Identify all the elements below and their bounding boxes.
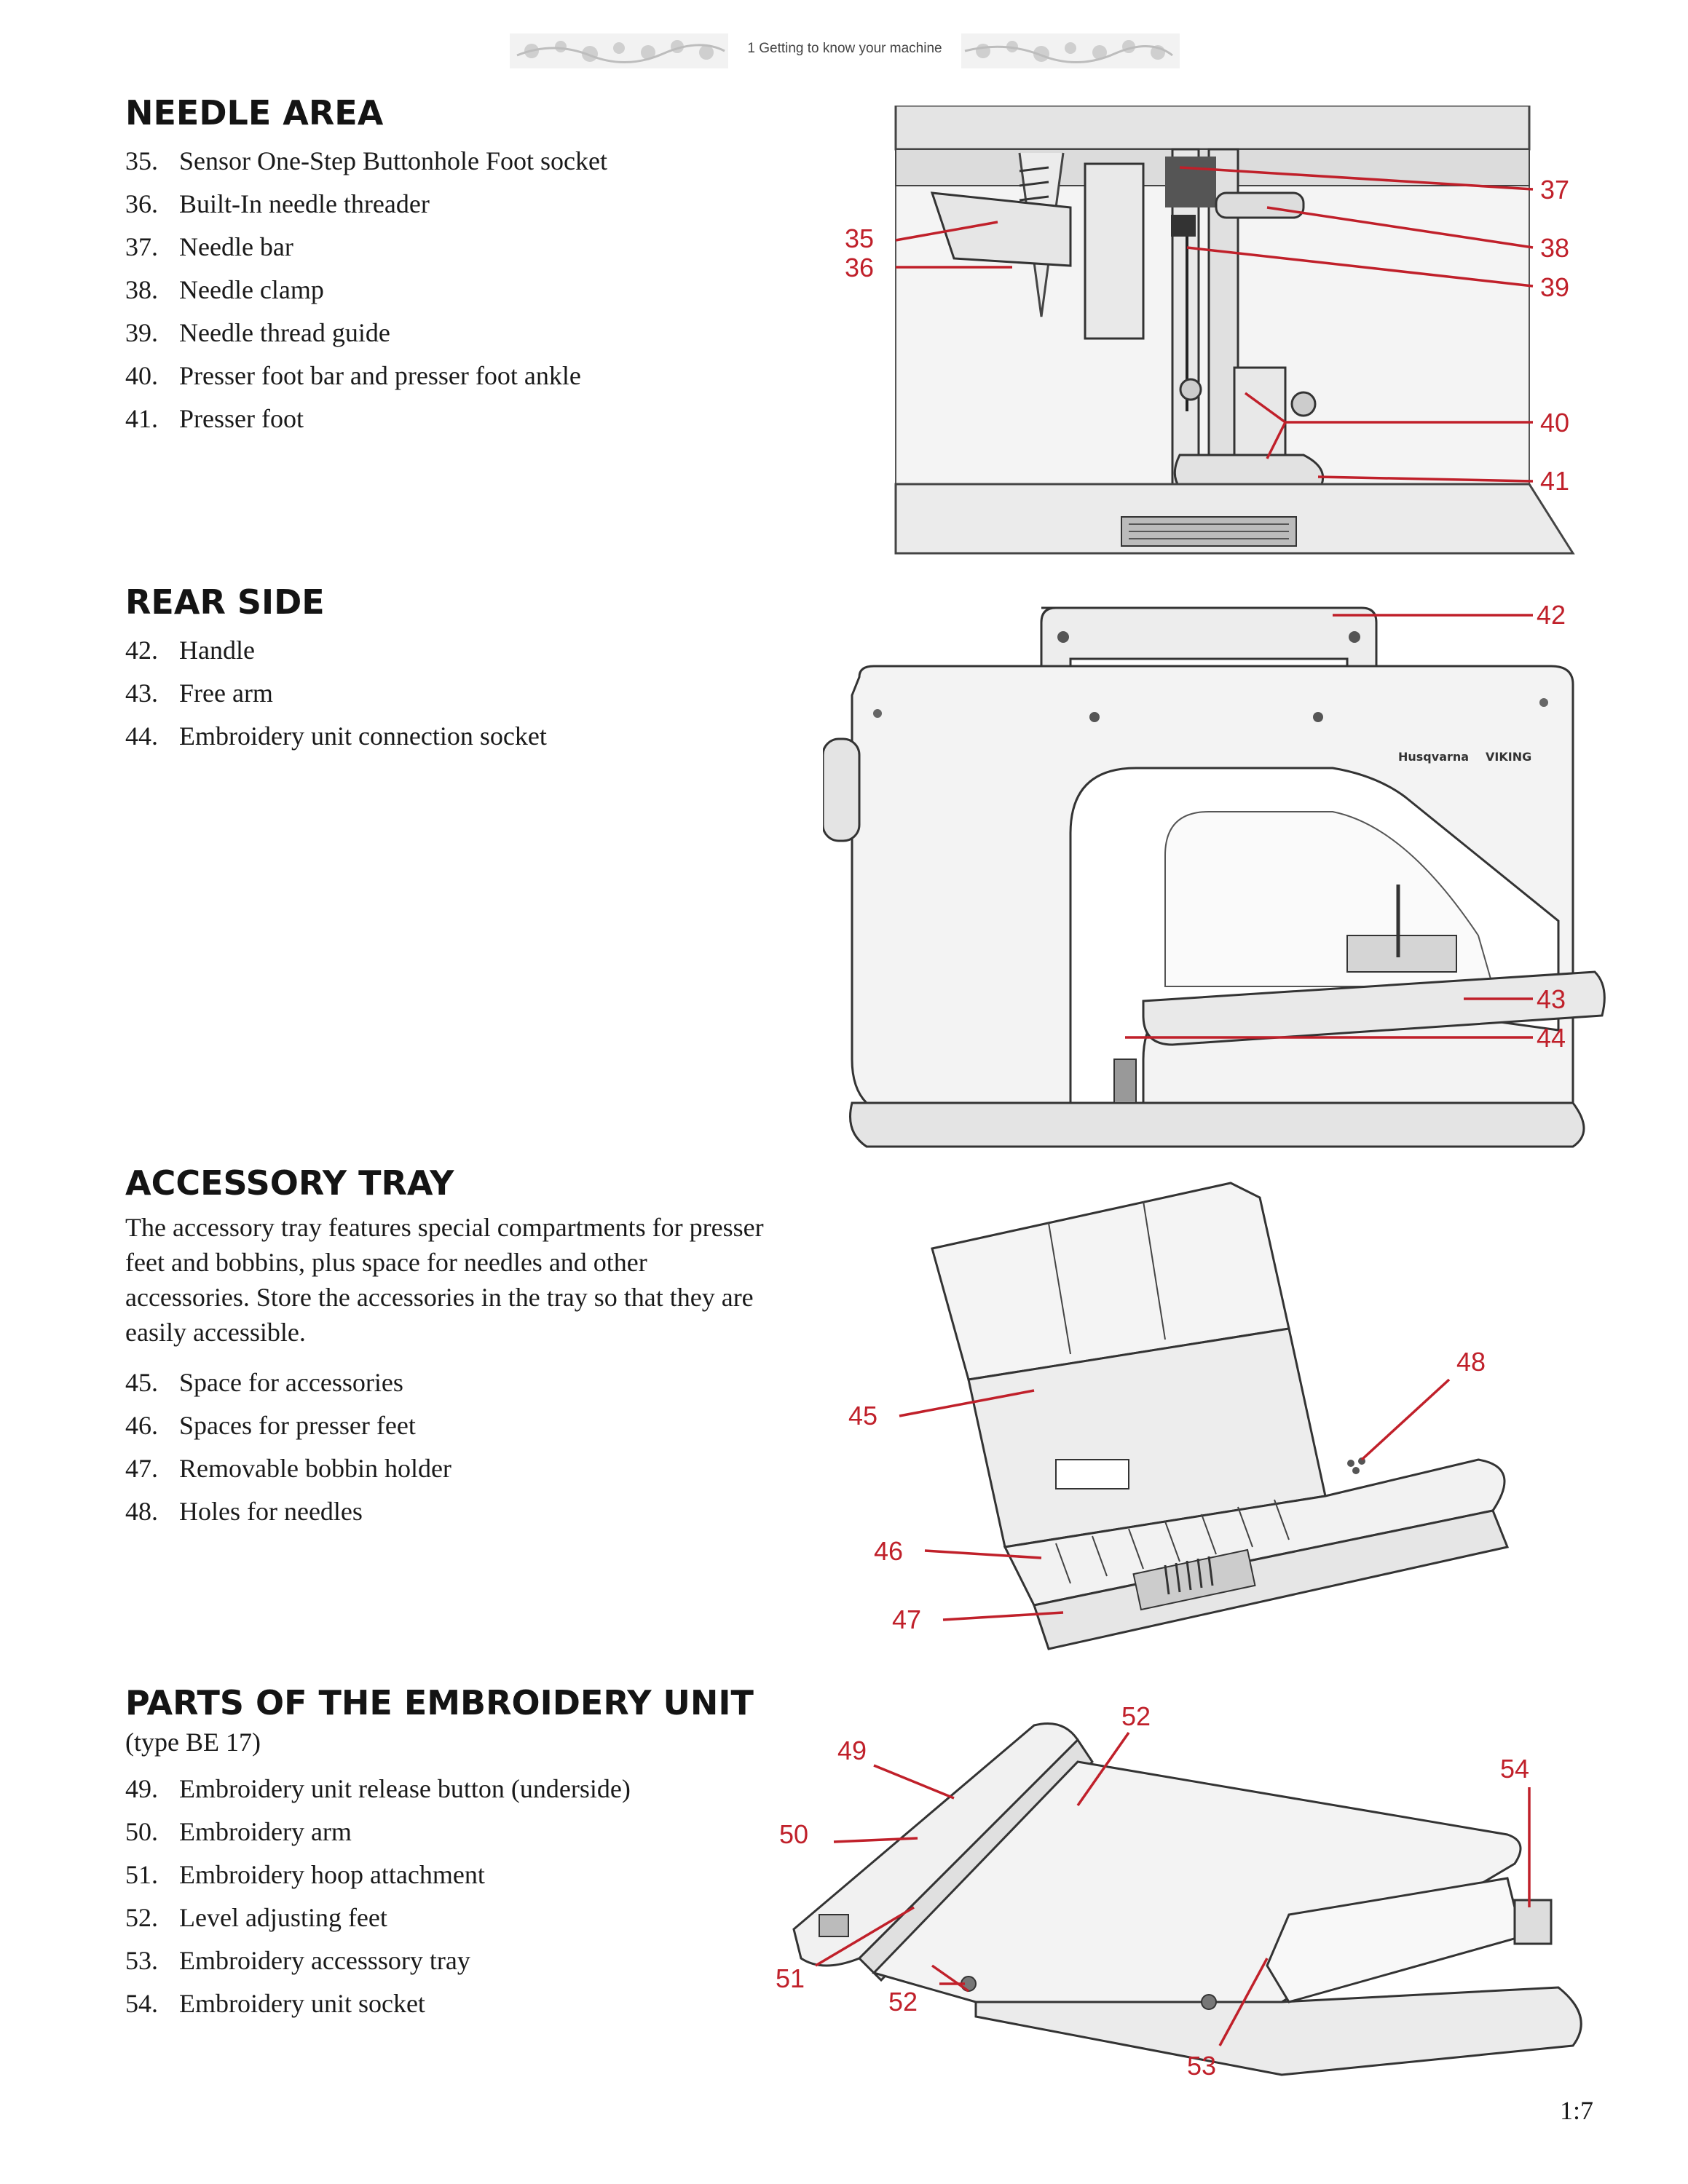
parts-list: 42.Handle 43.Free arm 44.Embroidery unit… bbox=[125, 629, 766, 758]
accessory-tray-figure: 45 46 47 48 bbox=[823, 1168, 1617, 1678]
callout-label: 50 bbox=[779, 1819, 808, 1849]
section-title: ACCESSORY TRAY bbox=[125, 1163, 454, 1203]
callout-label: 36 bbox=[845, 253, 874, 282]
section-title: NEEDLE AREA bbox=[125, 93, 384, 132]
section-description: The accessory tray features special comp… bbox=[125, 1213, 764, 1347]
list-item: 40.Presser foot bar and presser foot ank… bbox=[125, 361, 581, 390]
section-title: REAR SIDE bbox=[125, 582, 325, 622]
callout-label: 47 bbox=[892, 1605, 921, 1634]
list-item: 46.Spaces for presser feet bbox=[125, 1411, 416, 1440]
floral-ornament-icon bbox=[510, 33, 728, 68]
section-embroidery-unit: PARTS OF THE EMBROIDERY UNIT (type BE 17… bbox=[125, 1683, 766, 2025]
callout-label: 45 bbox=[848, 1401, 877, 1431]
section-accessory-tray: ACCESSORY TRAY The accessory tray featur… bbox=[125, 1163, 766, 1533]
list-item: 51.Embroidery hoop attachment bbox=[125, 1860, 485, 1889]
list-item: 37.Needle bar bbox=[125, 232, 293, 261]
parts-list: 45.Space for accessories 46.Spaces for p… bbox=[125, 1361, 766, 1533]
page-header: 1 Getting to know your machine bbox=[510, 29, 1180, 73]
callout-label: 51 bbox=[776, 1963, 805, 1993]
callout-label: 38 bbox=[1540, 233, 1569, 263]
section-rear-side: REAR SIDE 42.Handle 43.Free arm 44.Embro… bbox=[125, 582, 766, 758]
callout-label: 42 bbox=[1537, 600, 1566, 630]
page-number: 1:7 bbox=[1559, 2096, 1593, 2125]
needle-area-figure: 35 36 37 38 39 40 41 bbox=[823, 106, 1617, 557]
callout-label: 53 bbox=[1187, 2051, 1216, 2081]
list-item: 42.Handle bbox=[125, 636, 255, 665]
list-item: 53.Embroidery accesssory tray bbox=[125, 1946, 470, 1975]
rear-side-figure: Husqvarna VIKING 42 43 44 bbox=[823, 593, 1617, 1168]
callout-label: 44 bbox=[1537, 1023, 1566, 1053]
parts-list: 49.Embroidery unit release button (under… bbox=[125, 1768, 766, 2025]
callout-label: 37 bbox=[1540, 175, 1569, 205]
callout-label: 41 bbox=[1540, 466, 1569, 496]
list-item: 43.Free arm bbox=[125, 678, 273, 708]
callout-label: 48 bbox=[1456, 1347, 1486, 1377]
brand-logo: Husqvarna bbox=[1398, 750, 1469, 764]
list-item: 52.Level adjusting feet bbox=[125, 1903, 387, 1932]
list-item: 39.Needle thread guide bbox=[125, 318, 390, 347]
callout-label: 40 bbox=[1540, 408, 1569, 438]
callout-label: 49 bbox=[837, 1736, 867, 1765]
callout-label: 46 bbox=[874, 1536, 903, 1566]
list-item: 44.Embroidery unit connection socket bbox=[125, 721, 547, 751]
list-item: 36.Built-In needle threader bbox=[125, 189, 430, 218]
chapter-title: 1 Getting to know your machine bbox=[747, 41, 942, 56]
list-item: 41.Presser foot bbox=[125, 404, 304, 433]
callout-label: 52 bbox=[888, 1987, 918, 2017]
list-item: 54.Embroidery unit socket bbox=[125, 1989, 425, 2018]
callout-label: 43 bbox=[1537, 984, 1566, 1014]
list-item: 45.Space for accessories bbox=[125, 1368, 403, 1397]
embroidery-unit-figure: 49 50 51 52 52 53 54 bbox=[757, 1696, 1617, 2097]
list-item: 48.Holes for needles bbox=[125, 1497, 363, 1526]
list-item: 50.Embroidery arm bbox=[125, 1817, 352, 1846]
section-title: PARTS OF THE EMBROIDERY UNIT bbox=[125, 1683, 754, 1722]
model-logo: VIKING bbox=[1486, 750, 1531, 764]
parts-list: 35.Sensor One-Step Buttonhole Foot socke… bbox=[125, 140, 766, 440]
list-item: 35.Sensor One-Step Buttonhole Foot socke… bbox=[125, 146, 607, 175]
floral-ornament-icon bbox=[961, 33, 1180, 68]
list-item: 38.Needle clamp bbox=[125, 275, 324, 304]
section-subtitle: (type BE 17) bbox=[125, 1728, 261, 1757]
callout-label: 35 bbox=[845, 223, 874, 253]
list-item: 47.Removable bobbin holder bbox=[125, 1454, 451, 1483]
callout-label: 54 bbox=[1500, 1754, 1529, 1784]
callout-label: 39 bbox=[1540, 272, 1569, 302]
callout-label: 52 bbox=[1121, 1701, 1151, 1731]
list-item: 49.Embroidery unit release button (under… bbox=[125, 1774, 631, 1803]
section-needle-area: NEEDLE AREA 35.Sensor One-Step Buttonhol… bbox=[125, 93, 766, 440]
